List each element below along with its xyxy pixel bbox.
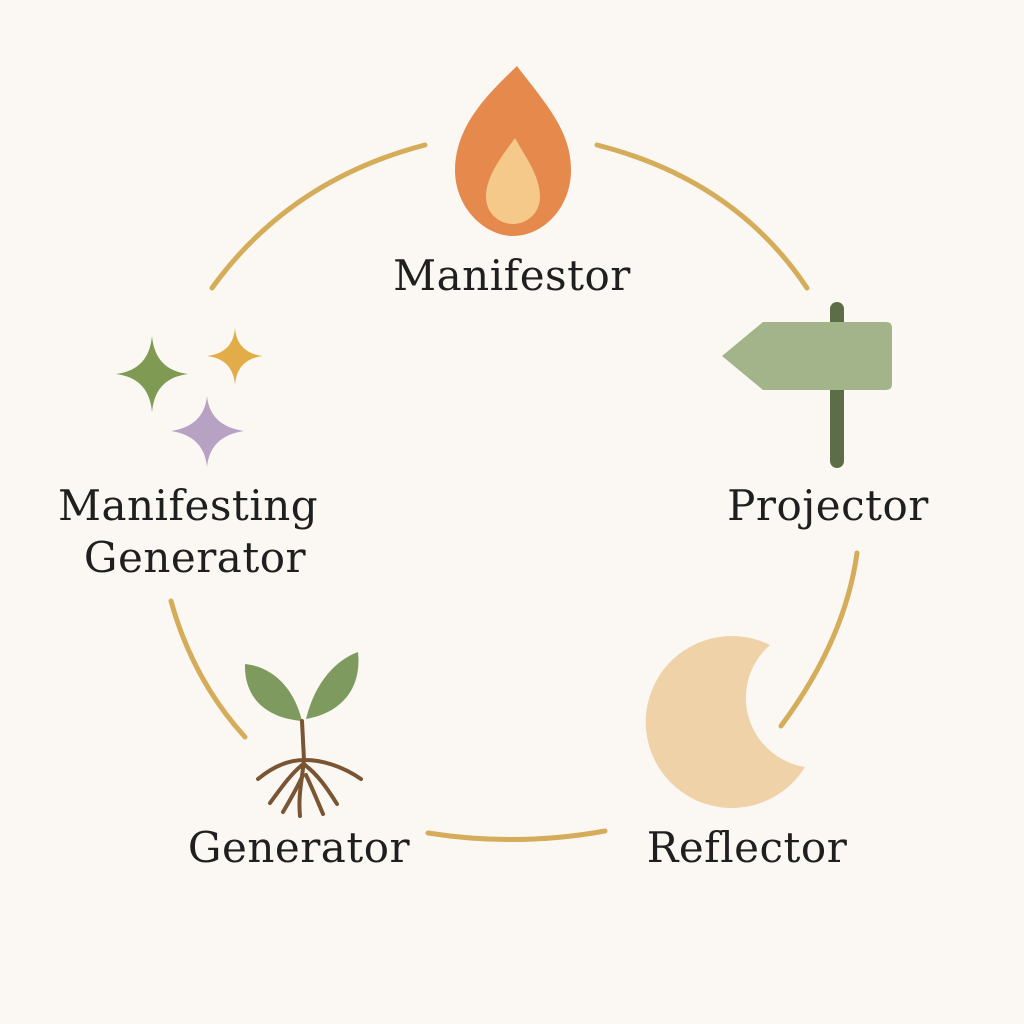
sprout-icon — [244, 652, 363, 818]
connector-arc-manifesting-generator-to-manifestor — [209, 142, 428, 291]
node-projector: Projector — [722, 302, 929, 530]
reflector-label: Reflector — [647, 823, 848, 872]
connector-arc-generator-to-manifesting-generator — [168, 598, 248, 740]
node-reflector: Reflector — [645, 636, 848, 872]
connector-arc-manifestor-to-projector — [594, 142, 810, 291]
manifesting-generator-label-line2: Generator — [84, 533, 307, 582]
generator-label: Generator — [188, 823, 411, 872]
sparkles-icon — [116, 328, 263, 467]
node-manifesting-generator: Manifesting Generator — [58, 328, 332, 582]
sparkle-gold-icon — [207, 328, 263, 385]
projector-label: Projector — [727, 481, 929, 530]
manifesting-generator-label-line1: Manifesting — [58, 481, 318, 530]
manifesting-generator-label: Manifesting Generator — [58, 481, 332, 582]
crescent-moon-icon — [645, 636, 805, 809]
flame-icon — [455, 66, 571, 236]
node-manifestor: Manifestor — [393, 66, 631, 300]
connector-arcs — [168, 142, 860, 842]
node-generator: Generator — [188, 652, 411, 872]
sparkle-lilac-icon — [171, 396, 244, 467]
sparkle-green-icon — [116, 336, 188, 412]
manifestor-label: Manifestor — [393, 251, 631, 300]
signpost-icon — [722, 302, 892, 468]
connector-arc-projector-to-reflector — [778, 550, 860, 729]
connector-arc-reflector-to-generator — [425, 828, 608, 842]
